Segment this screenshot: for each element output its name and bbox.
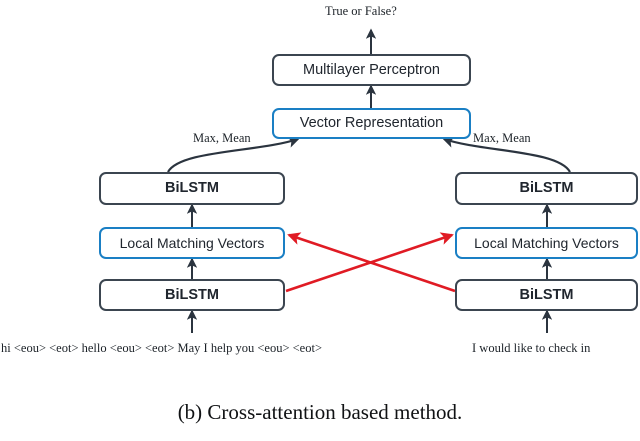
node-right-bottom-bilstm[interactable]: BiLSTM [455, 279, 638, 311]
node-right-top-bilstm[interactable]: BiLSTM [455, 172, 638, 205]
node-label-vector-representation: Vector Representation [299, 115, 444, 132]
node-vector-representation[interactable]: Vector Representation [272, 108, 471, 139]
node-label-left-bottom-bilstm: BiLSTM [165, 286, 219, 303]
node-label-right-top-bilstm: BiLSTM [519, 180, 574, 197]
node-right-local-matching-vectors[interactable]: Local Matching Vectors [455, 227, 638, 259]
node-label-mlp: Multilayer Perceptron [303, 61, 440, 78]
node-label-left-local-matching-vectors: Local Matching Vectors [119, 235, 265, 251]
edge-label-right-pooling: Max, Mean [473, 131, 531, 145]
node-left-top-bilstm[interactable]: BiLSTM [99, 172, 285, 205]
node-label-right-local-matching-vectors: Local Matching Vectors [474, 235, 619, 251]
arrow-cross-left-to-right [285, 232, 454, 293]
figure-caption: (b) Cross-attention based method. [177, 400, 463, 424]
input-right-response-text: I would like to check in [472, 341, 591, 355]
arrow-cross-right-to-left [287, 232, 456, 293]
input-left-context-text: hi <eou> <eot> hello <eou> <eot> May I h… [1, 341, 322, 355]
node-left-local-matching-vectors[interactable]: Local Matching Vectors [99, 227, 285, 259]
node-label-right-bottom-bilstm: BiLSTM [519, 286, 574, 303]
output-question-label: True or False? [325, 4, 397, 18]
node-label-left-top-bilstm: BiLSTM [165, 180, 219, 197]
node-multilayer-perceptron[interactable]: Multilayer Perceptron [272, 54, 471, 86]
node-left-bottom-bilstm[interactable]: BiLSTM [99, 279, 285, 311]
edge-label-left-pooling: Max, Mean [193, 131, 251, 145]
